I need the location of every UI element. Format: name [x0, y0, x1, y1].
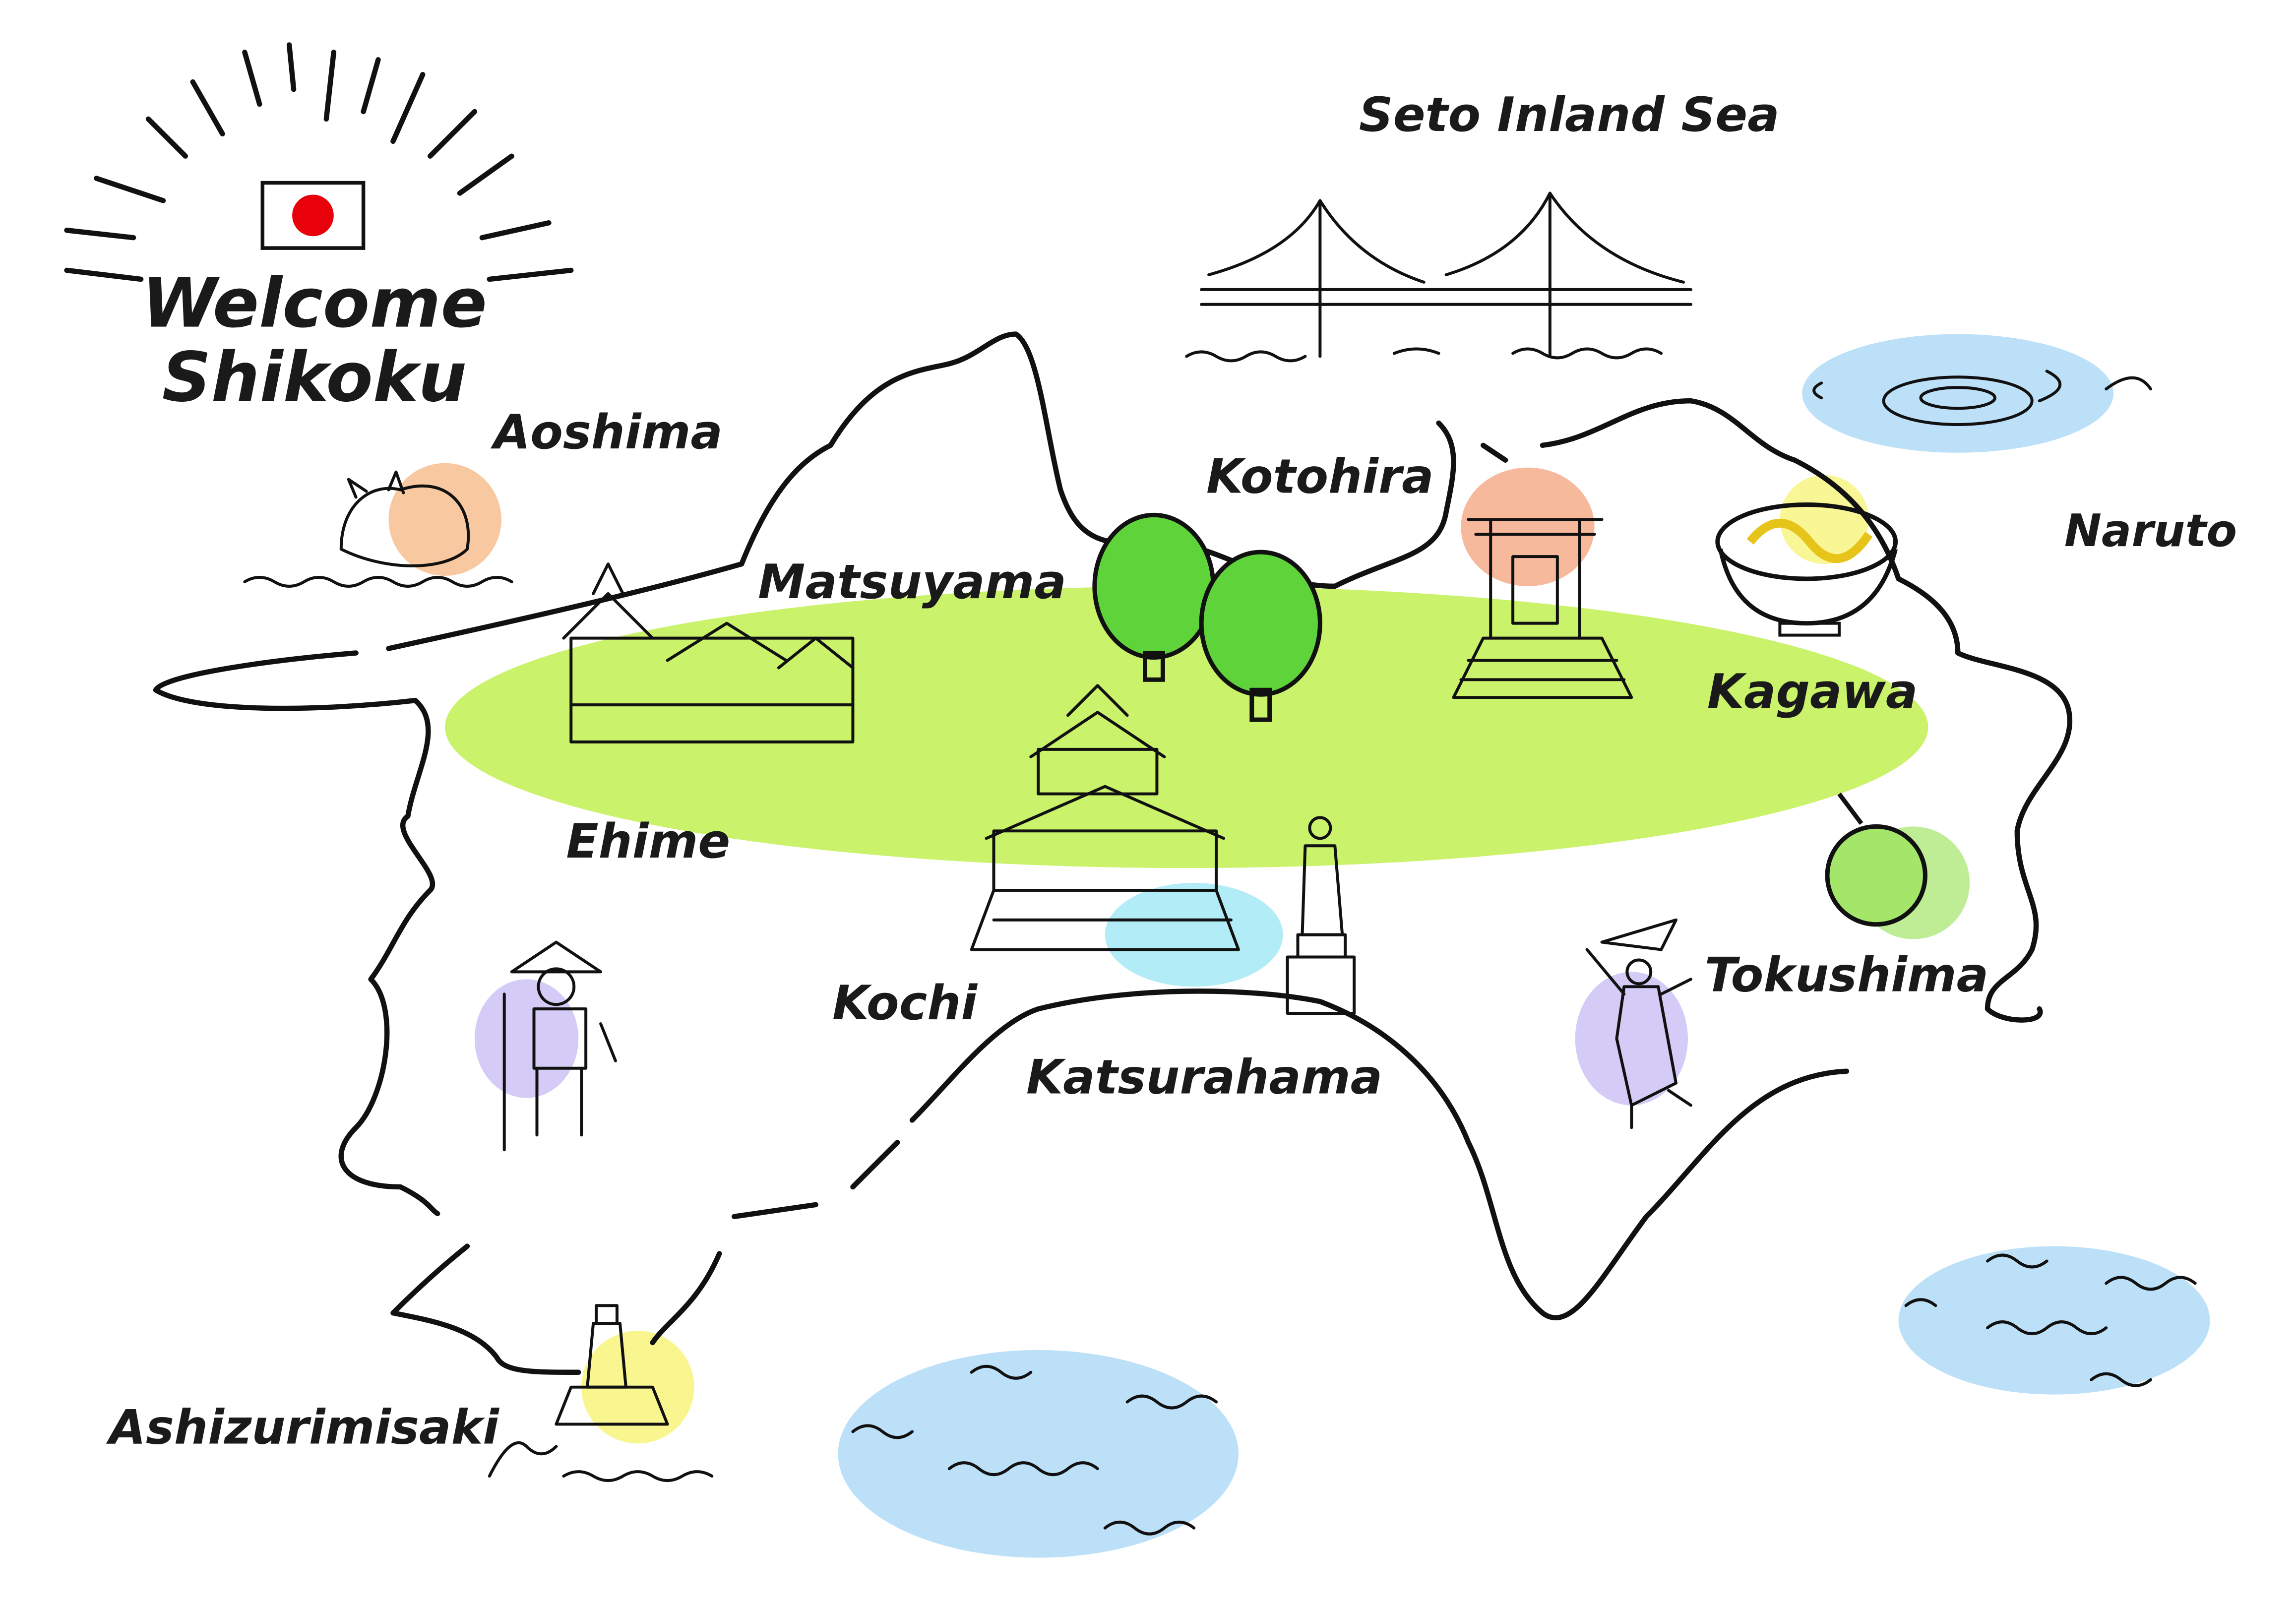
dogo-onsen-icon — [562, 562, 855, 743]
water-wash-south — [838, 1350, 1239, 1558]
label-matsuyama: Matsuyama — [758, 554, 1066, 610]
label-ashizurimisaki: Ashizurimisaki — [106, 1399, 499, 1455]
whirlpool-icon — [1812, 370, 2152, 426]
land-wash — [445, 586, 1928, 868]
sunburst-flag-icon — [64, 42, 574, 282]
orange-wash-kotohira — [1461, 467, 1595, 586]
title-line-1: Welcome — [142, 264, 487, 343]
udon-bowl-icon — [1715, 502, 1898, 637]
castle-icon — [970, 684, 1240, 951]
water-wash-east — [1898, 1246, 2210, 1395]
label-ehime: Ehime — [566, 813, 730, 869]
dancer-icon — [1585, 918, 1692, 1129]
orange-wash-aoshima — [388, 463, 501, 576]
tree-icon — [1092, 512, 1322, 722]
statue-icon — [1286, 816, 1356, 1015]
label-tokushima: Tokushima — [1705, 947, 1988, 1002]
japan-flag — [260, 181, 366, 250]
coastline-south — [650, 989, 1850, 1346]
label-katsurahama: Katsurahama — [1026, 1050, 1382, 1105]
purple-wash-dancer — [1575, 972, 1688, 1106]
label-kagawa: Kagawa — [1707, 664, 1918, 719]
bridge-icon — [1185, 191, 1692, 363]
cat-icon — [243, 470, 513, 588]
water-wash-katsurahama — [1105, 882, 1283, 987]
title-line-2: Shikoku — [162, 338, 467, 417]
purple-wash-pilgrim — [474, 979, 579, 1098]
label-seto-inland-sea: Seto Inland Sea — [1359, 87, 1780, 142]
label-naruto: Naruto — [2064, 505, 2237, 557]
lighthouse-icon — [488, 1304, 714, 1482]
coastline — [386, 331, 2073, 1023]
label-kotohira: Kotohira — [1206, 449, 1434, 504]
coastline-west — [153, 650, 581, 1375]
label-aoshima: Aoshima — [490, 404, 723, 460]
citrus-icon — [1825, 792, 1927, 927]
water-wash-naruto — [1802, 334, 2114, 453]
pilgrim-icon — [502, 940, 617, 1152]
shrine-gate-icon — [1452, 518, 1633, 699]
water-waves — [851, 1253, 2197, 1536]
label-kochi: Kochi — [832, 975, 978, 1031]
